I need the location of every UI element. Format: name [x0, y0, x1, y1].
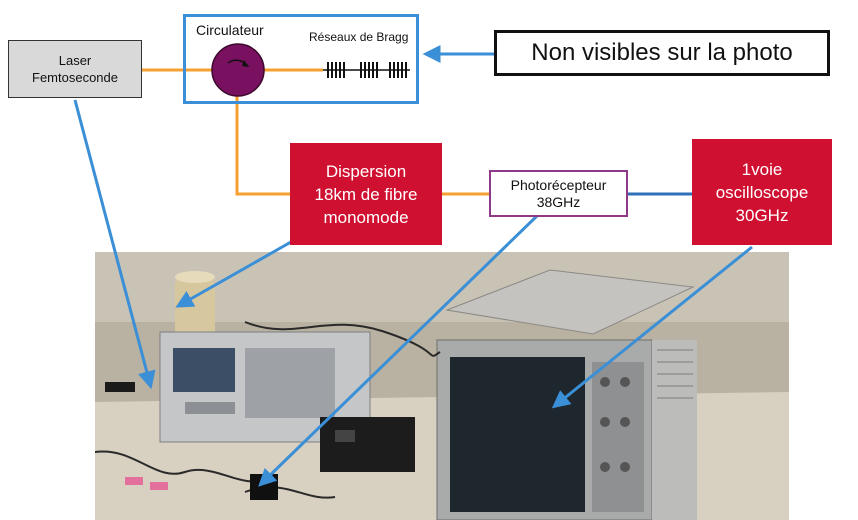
oscilloscope-screen: [450, 357, 585, 512]
dispersion-box: Dispersion 18km de fibre monomode: [290, 143, 442, 245]
arrow-photoreceiver-to-photo: [258, 211, 542, 487]
laser-line-1: Laser: [58, 53, 92, 68]
photoreceiver-line-1: Photorécepteur: [510, 176, 607, 193]
hidden-components-frame: [183, 14, 419, 104]
oscilloscope-line-2: oscilloscope: [715, 182, 809, 202]
not-visible-note: Non visibles sur la photo: [494, 30, 830, 76]
photoreceiver-label-box: Photorécepteur 38GHz: [489, 170, 628, 217]
dispersion-line-3: monomode: [323, 207, 409, 227]
oscilloscope-box: 1voie oscilloscope 30GHz: [692, 139, 832, 245]
oscilloscope-line-3: 30GHz: [735, 205, 789, 225]
laser-box: Laser Femtoseconde: [8, 40, 142, 98]
dispersion-line-2: 18km de fibre: [314, 184, 418, 204]
dispersion-line-1: Dispersion: [325, 161, 407, 181]
circulator-label: Circulateur: [196, 22, 264, 38]
arrow-oscilloscope-to-photo: [551, 245, 753, 409]
lab-photo: [95, 252, 789, 520]
oscilloscope-line-1: 1voie: [741, 159, 783, 179]
photoreceiver-line-2: 38GHz: [536, 193, 581, 210]
laser-line-2: Femtoseconde: [32, 70, 118, 85]
arrow-laser-to-photo: [73, 99, 156, 390]
arrow-dispersion-to-photo: [175, 236, 299, 308]
fiber-circulator-to-dispersion: [235, 96, 290, 196]
photoreceiver-box: [320, 417, 415, 472]
bragg-label: Réseaux de Bragg: [309, 30, 409, 44]
oscilloscope-lid: [445, 269, 695, 335]
circulator-symbol: [211, 43, 265, 97]
not-visible-note-text: Non visibles sur la photo: [531, 39, 793, 66]
